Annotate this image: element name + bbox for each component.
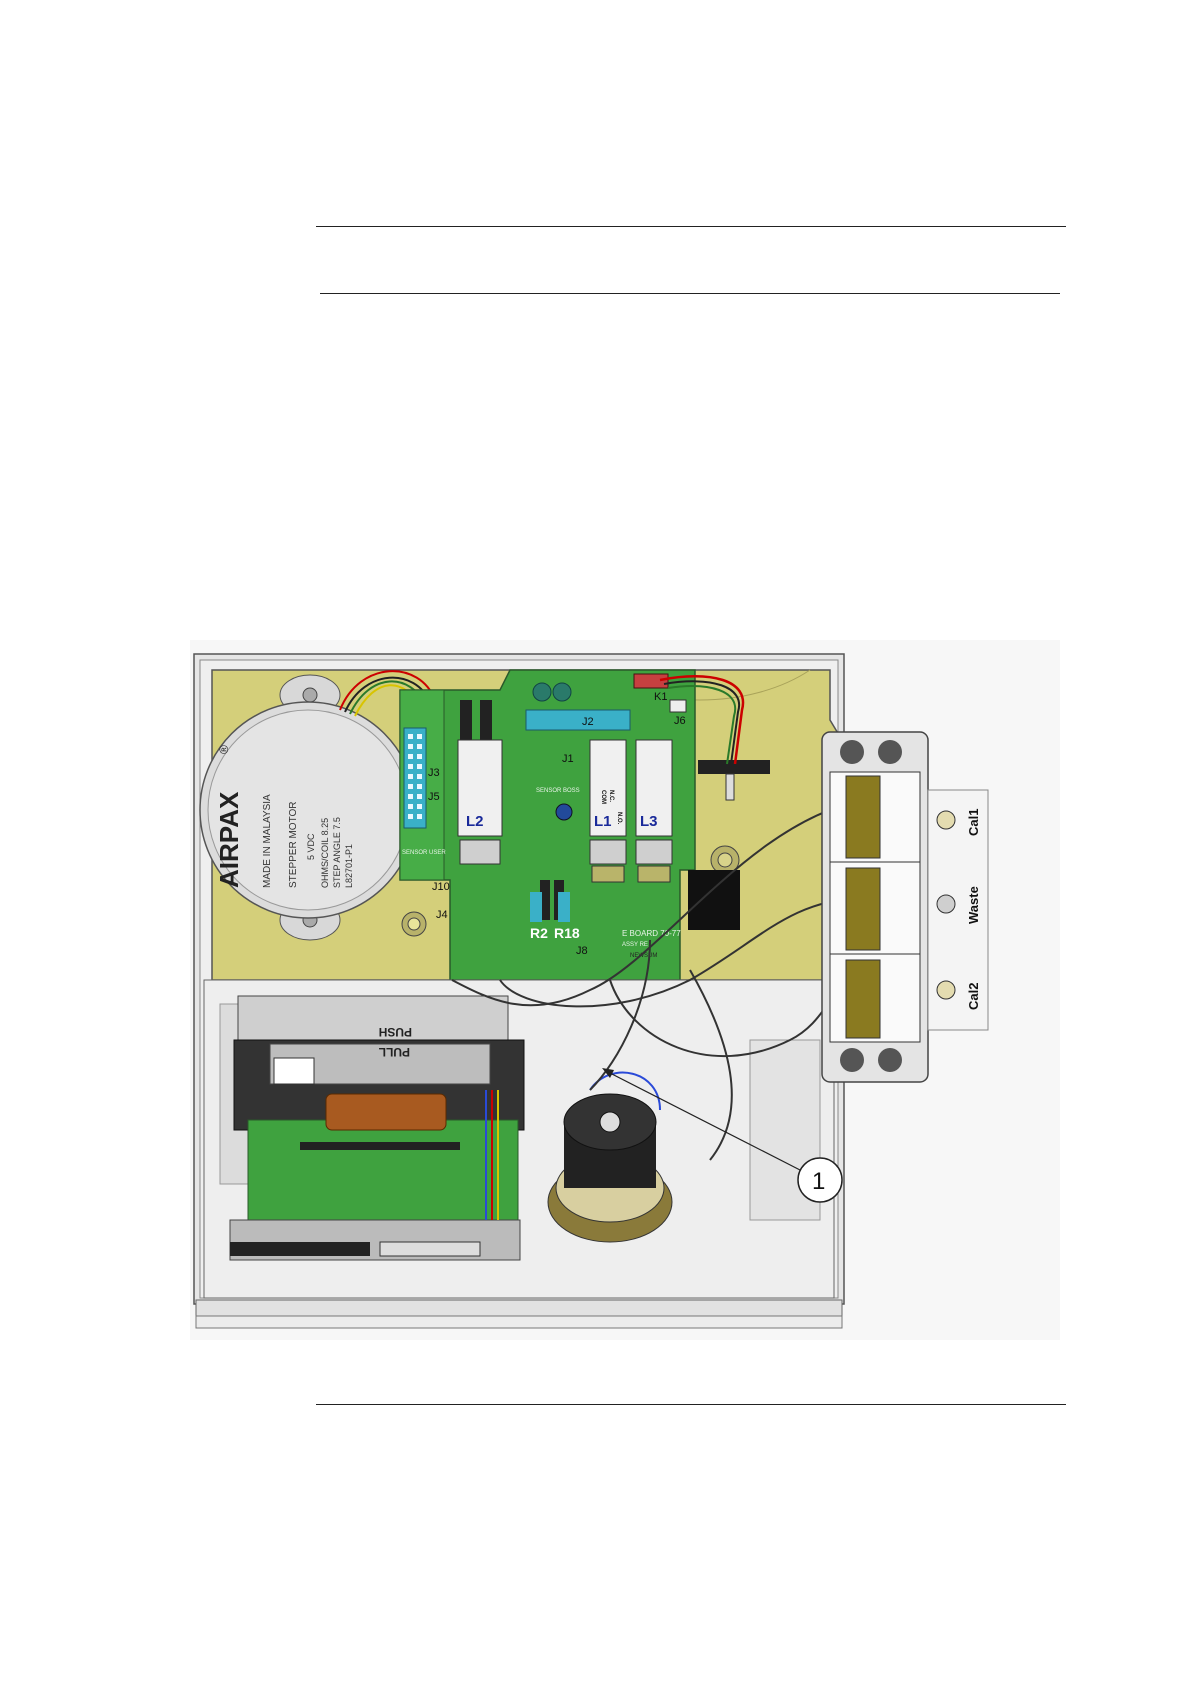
header-rule-top (316, 226, 1066, 227)
label-assy: ASSY RE (622, 942, 648, 948)
label-J4: J4 (436, 909, 448, 921)
label-sensor-boss: SENSOR BOSS (536, 788, 580, 794)
motor-label-2: STEPPER MOTOR (288, 802, 299, 889)
label-J2: J2 (582, 716, 594, 728)
label-L2: L2 (466, 813, 484, 830)
analyzer-interior-illustration: AIRPAX ® MADE IN MALAYSIA STEPPER MOTOR … (190, 640, 1060, 1340)
relay-nc: N.C. (608, 790, 614, 802)
label-J5: J5 (428, 791, 440, 803)
printer-module (230, 996, 524, 1260)
label-J10: J10 (432, 881, 450, 893)
motor-label-1: MADE IN MALAYSIA (262, 794, 273, 888)
label-R2: R2 (530, 925, 548, 941)
motor-reg-mark: ® (217, 745, 231, 754)
port-cal2-label: Cal2 (966, 983, 981, 1010)
label-J3: J3 (428, 767, 440, 779)
motor-label-3: 5 VDC (306, 833, 316, 860)
label-J6: J6 (674, 715, 686, 727)
motor-label-5: STEP ANGLE 7.5 (332, 817, 342, 888)
port-cal1-label: Cal1 (966, 809, 981, 836)
port-waste-label: Waste (966, 886, 981, 924)
printer-push-label: PUSH (379, 1025, 412, 1039)
label-L3: L3 (640, 813, 658, 830)
motor-label-4: OHMS/COIL 8.25 (320, 818, 330, 888)
relay-com: COM (600, 790, 606, 804)
label-J8: J8 (576, 945, 588, 957)
label-K1: K1 (654, 691, 667, 703)
label-board-number: E BOARD 70-77 (622, 929, 681, 938)
label-L1: L1 (594, 813, 612, 830)
callout-number: 1 (812, 1168, 825, 1195)
motor-label-6: L82701-P1 (344, 844, 354, 888)
header-rule-bottom (320, 293, 1060, 294)
label-J1: J1 (562, 753, 574, 765)
label-R18: R18 (554, 925, 580, 941)
footer-rule (316, 1404, 1066, 1405)
relay-no: N.O. (616, 812, 622, 825)
printer-pull-label: PULL (379, 1045, 410, 1059)
label-sensor-user: SENSOR USER (402, 850, 446, 856)
motor-brand: AIRPAX (214, 791, 244, 888)
